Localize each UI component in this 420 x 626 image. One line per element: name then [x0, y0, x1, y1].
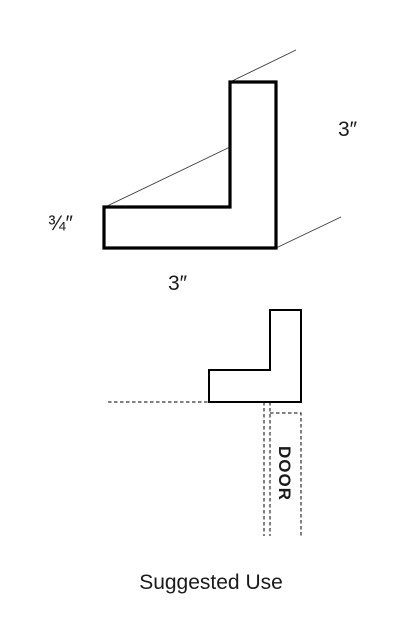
depth-line-top [229, 49, 297, 83]
thickness-dimension-label: ¾″ [48, 212, 74, 235]
profile-perspective [102, 49, 342, 250]
depth-line-bottom [275, 216, 342, 249]
height-dimension-label: 3″ [338, 118, 358, 141]
l-profile-outline [102, 80, 278, 250]
caption: Suggested Use [139, 571, 283, 594]
usage-section [108, 309, 302, 536]
molding-section-outline [208, 309, 302, 403]
door-outline [270, 412, 302, 536]
door-label: DOOR [275, 446, 294, 501]
depth-line-inner [104, 146, 231, 208]
width-dimension-label: 3″ [168, 272, 188, 295]
